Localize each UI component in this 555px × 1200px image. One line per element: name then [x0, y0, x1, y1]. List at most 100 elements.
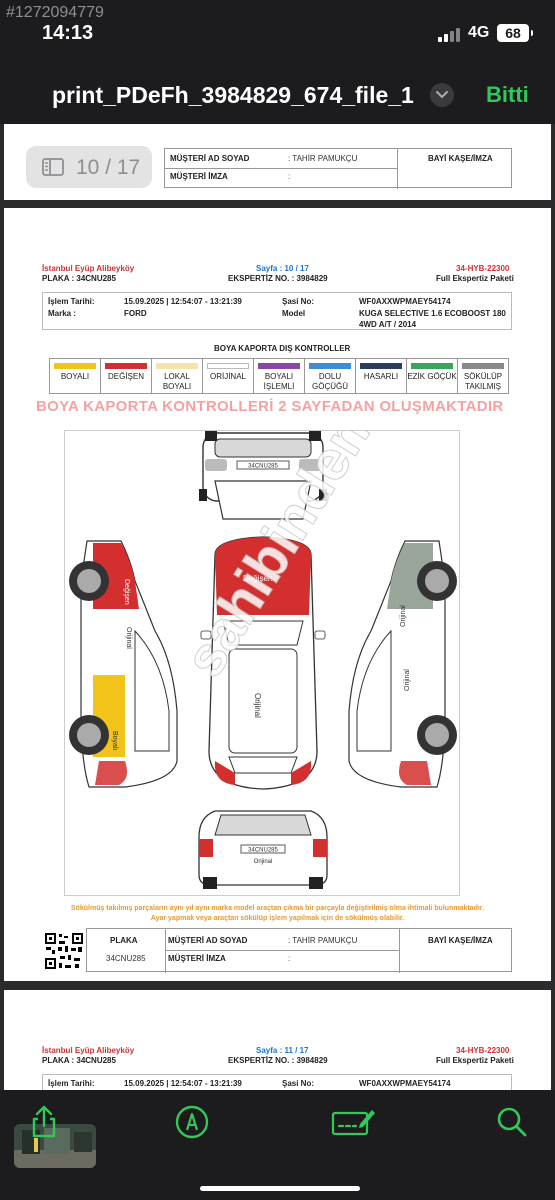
home-indicator [200, 1186, 360, 1191]
legend-item-local-painted: LOKAL BOYALI [152, 359, 203, 393]
signature-customer-name-label: MÜŞTERİ AD SOYAD [168, 936, 248, 945]
customer-name-label: MÜŞTERİ AD SOYAD [170, 154, 250, 163]
rear-original-label: Orijinal [254, 859, 273, 865]
right-original-label-1: Orijinal [400, 605, 407, 627]
legend-item-changed: DEĞİŞEN [101, 359, 152, 393]
brand-value: FORD [124, 309, 147, 318]
signature-table [86, 928, 512, 973]
car-rear-view: 34CNU285 Orijinal [198, 810, 328, 889]
next-chassis-value: WF0AXXWPMAEY54174 [359, 1079, 451, 1088]
share-icon [32, 1105, 56, 1138]
chevron-down-icon[interactable] [430, 83, 454, 107]
front-plate: 34CNU285 [248, 464, 278, 470]
document-title[interactable]: print_PDeFh_3984829_674_file_1 [52, 82, 414, 108]
next-chassis-label: Şasi No: [282, 1079, 315, 1088]
vehicle-info-box [42, 292, 512, 330]
sidebar-icon [42, 158, 64, 176]
page-current: İstanbul Eyüp Alibeyköy PLAKA : 34CNU285… [4, 208, 551, 981]
package-name: Full Ekspertiz Paketi [436, 274, 514, 283]
expertise-number: EKSPERTİZ NO. : 3984829 [228, 274, 328, 283]
left-changed-label: Değişen [123, 579, 130, 605]
network-type: 4G [468, 24, 490, 41]
legend-item-painted-processed: BOYALI İŞLEMLİ [254, 359, 305, 393]
customer-name-value: : TAHİR PAMUKÇU [288, 154, 358, 163]
markup-pen-icon [175, 1105, 209, 1139]
date-label: İşlem Tarihi: [48, 297, 95, 306]
plate-line: PLAKA : 34CNU285 [42, 274, 116, 283]
signature-icon [331, 1110, 375, 1136]
signature-customer-sign-value: : [288, 954, 291, 963]
right-original-label-2: Orijinal [404, 669, 411, 691]
legend-item-painted: BOYALI [50, 359, 101, 393]
next-page-number: Sayfa : 11 / 17 [256, 1046, 309, 1055]
next-plate-line: PLAKA : 34CNU285 [42, 1056, 116, 1065]
page-indicator-text: 10 / 17 [76, 156, 141, 179]
markup-button[interactable] [174, 1104, 210, 1140]
signature-button[interactable] [330, 1104, 376, 1140]
share-button[interactable] [26, 1104, 62, 1140]
customer-sign-label: MÜŞTERİ İMZA [170, 172, 228, 181]
signature-plate-value: 34CNU285 [106, 954, 146, 963]
search-button[interactable] [494, 1104, 530, 1140]
footnote-2: Ayar yapmak veya araçtan sökülüp işlem y… [150, 915, 405, 922]
legend-item-removed-installed: SÖKÜLÜP TAKILMIŞ [458, 359, 508, 393]
date-value: 15.09.2025 | 12:54:07 - 13:21:39 [124, 297, 242, 306]
chassis-value: WF0AXXWPMAEY54174 [359, 297, 451, 306]
rear-plate: 34CNU285 [248, 848, 278, 854]
document-viewer[interactable]: MÜŞTERİ AD SOYAD : TAHİR PAMUKÇU MÜŞTERİ… [0, 124, 555, 1090]
watermark-id: #1272094779 [6, 4, 104, 21]
page-number: Sayfa : 10 / 17 [256, 264, 309, 273]
left-painted-label: Boyalı [111, 731, 118, 751]
battery-icon: 68 [497, 24, 533, 42]
model-value-1: KUGA SELECTIVE 1.6 ECOBOOST 180 [359, 309, 506, 318]
next-vehicle-info-box [42, 1074, 512, 1090]
next-package-name: Full Ekspertiz Paketi [436, 1056, 514, 1065]
brand-label: Marka : [48, 309, 77, 318]
dealer-label: BAYİ KAŞE/İMZA [428, 154, 493, 163]
bottom-toolbar [0, 1090, 555, 1200]
legend-item-dent: EZİK GÖÇÜK [407, 359, 458, 393]
legend-item-damaged: HASARLI [356, 359, 407, 393]
next-date-label: İşlem Tarihi: [48, 1079, 95, 1088]
footnote-1: Sökülmüş takılmış parçaların aynı yıl ay… [70, 905, 485, 912]
customer-sign-value: : [288, 172, 291, 181]
signature-customer-name-value: : TAHİR PAMUKÇU [288, 936, 358, 945]
top-changed-label: Değişen [243, 574, 272, 583]
status-time: 14:13 [42, 22, 94, 44]
next-date-value: 15.09.2025 | 12:54:07 - 13:21:39 [124, 1079, 242, 1088]
next-expertise-number: EKSPERTİZ NO. : 3984829 [228, 1056, 328, 1065]
next-report-code: 34-HYB-22300 [456, 1046, 510, 1055]
signature-customer-sign-label: MÜŞTERİ İMZA [168, 954, 226, 963]
status-bar: 14:13 4G 68 [0, 0, 555, 60]
signal-icon [438, 28, 462, 42]
car-front-view: 34CNU285 [199, 431, 327, 520]
car-diagram-svg: 34CNU285 [69, 403, 457, 889]
car-top-view: Değişen Orijinal [200, 536, 326, 790]
branch-name: İstanbul Eyüp Alibeyköy [42, 264, 135, 273]
two-page-notice: BOYA KAPORTA KONTROLLERİ 2 SAYFADAN OLUŞ… [36, 398, 504, 415]
legend-item-hail-dent: DOLU GÖÇÜĞÜ [305, 359, 356, 393]
section-title: BOYA KAPORTA DIŞ KONTROLLER [214, 344, 351, 353]
qr-code-icon [44, 932, 84, 970]
car-left-side-view: Değişen Orijinal Boyalı [69, 540, 178, 788]
page-next: İstanbul Eyüp Alibeyköy PLAKA : 34CNU285… [4, 990, 551, 1090]
top-original-label: Orijinal [253, 693, 262, 718]
model-value-2: 4WD A/T / 2014 [359, 320, 417, 329]
chassis-label: Şasi No: [282, 297, 315, 306]
page-indicator[interactable]: 10 / 17 [26, 146, 152, 188]
nav-bar: print_PDeFh_3984829_674_file_1 Bitti [0, 60, 555, 124]
next-branch-name: İstanbul Eyüp Alibeyköy [42, 1046, 135, 1055]
left-original-label: Orijinal [125, 627, 132, 649]
report-code: 34-HYB-22300 [456, 264, 510, 273]
car-diagram: 34CNU285 [64, 403, 460, 896]
car-right-side-view: Orijinal Orijinal [348, 540, 457, 788]
done-button[interactable]: Bitti [486, 82, 529, 107]
model-label: Model [282, 309, 306, 318]
search-icon [497, 1107, 527, 1137]
signature-plate-label: PLAKA [110, 936, 138, 945]
paint-legend: BOYALI DEĞİŞEN LOKAL BOYALI ORİJİNAL BOY… [49, 358, 509, 394]
signature-table-prev [164, 148, 512, 189]
signature-dealer-label: BAYİ KAŞE/İMZA [428, 936, 493, 945]
legend-item-original: ORİJİNAL [203, 359, 254, 393]
